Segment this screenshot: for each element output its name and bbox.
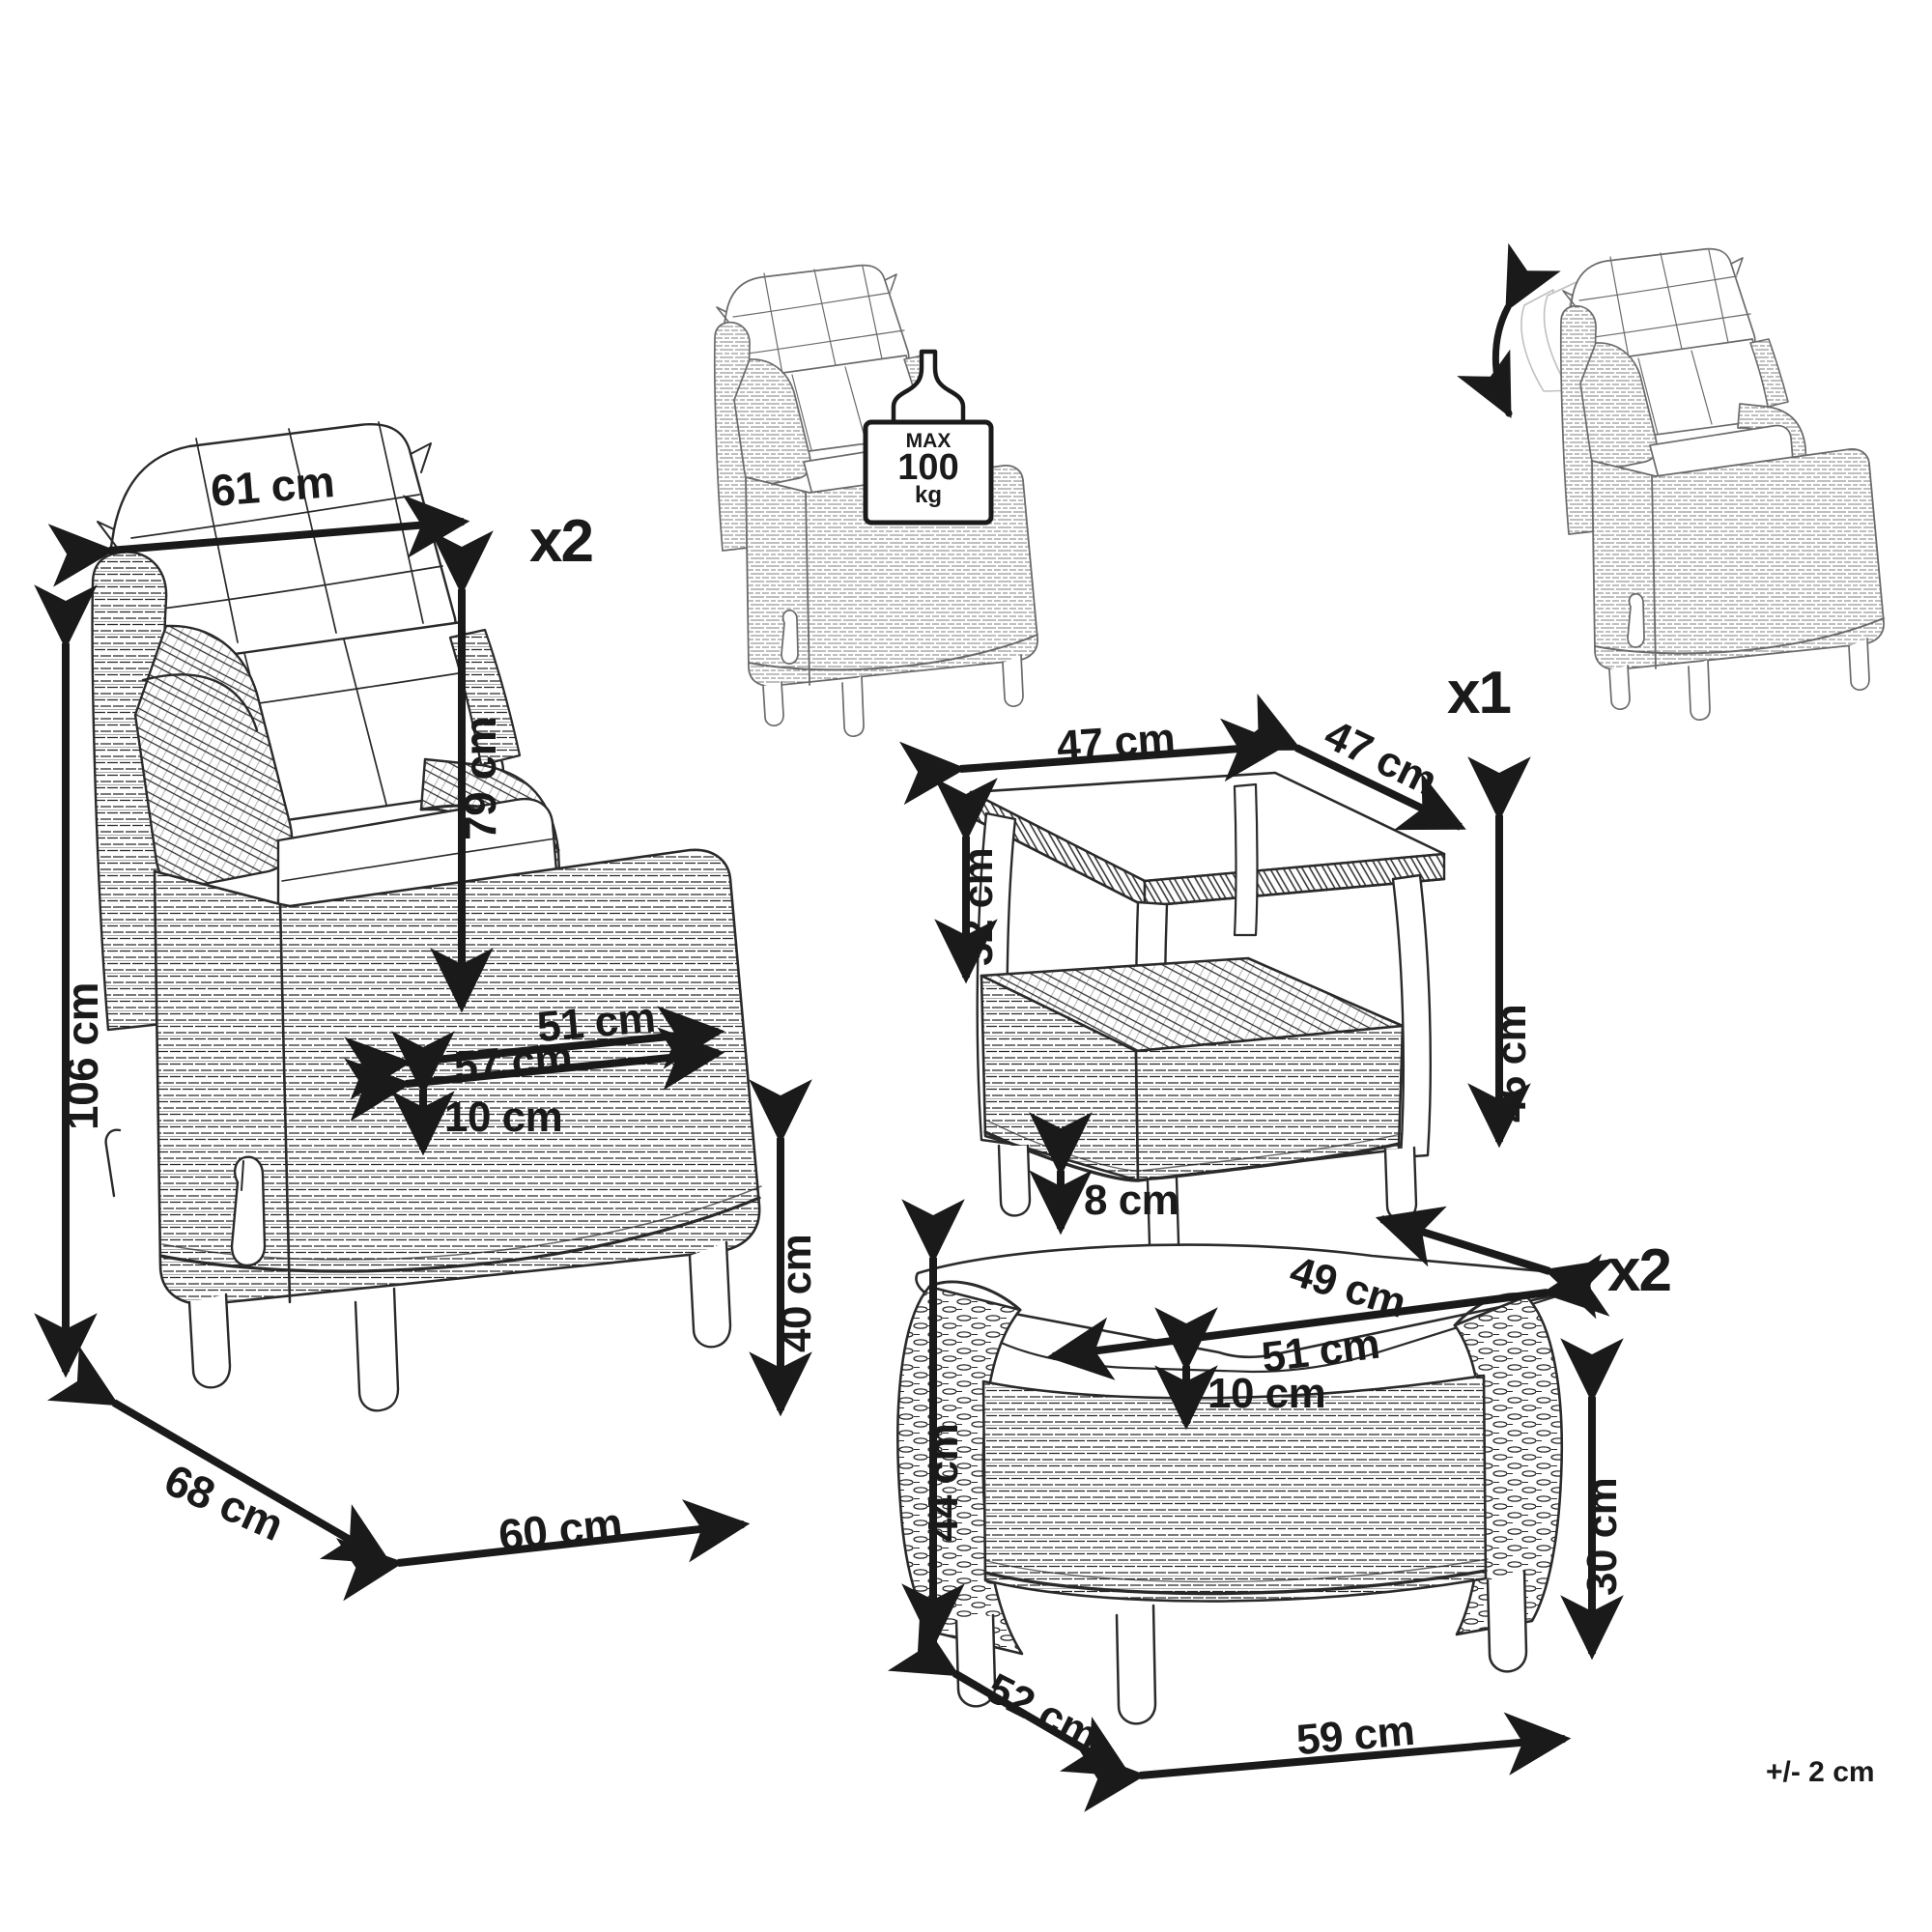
dim-label-table-width: 47 cm (1055, 714, 1177, 771)
dim-label-stool-seat-height: 44 cm (920, 1423, 967, 1542)
dim-label-table-height: 46 cm (1488, 1004, 1535, 1122)
dim-label-table-clearance: 32 cm (954, 847, 1002, 966)
arrow-60cm (335, 1499, 751, 1602)
arrow-table-47a (898, 718, 1288, 806)
dim-label-chair-total-height: 106 cm (57, 981, 107, 1130)
max-load-weight-icon (863, 349, 994, 526)
side-table-illustration (969, 771, 1446, 1260)
dim-label-chair-width: 61 cm (209, 456, 336, 516)
armchair-illustration (91, 421, 762, 1412)
quantity-badge-armchair: x2 (529, 508, 594, 575)
armchair-recline-thumbnail (1457, 242, 1885, 721)
arrow-61cm (47, 495, 470, 587)
arrow-stool-51cm (1046, 1253, 1610, 1380)
max-word: MAX (905, 430, 952, 452)
arrow-table-47b (1229, 694, 1466, 831)
dim-label-stool-cushion-thickness: 10 cm (1208, 1370, 1326, 1417)
max-value: 100 (897, 447, 959, 488)
dim-label-stool-frame-height: 30 cm (1578, 1477, 1626, 1596)
quantity-badge-footstool: x2 (1607, 1237, 1672, 1304)
dim-label-chair-seat-width: 57 cm (452, 1033, 575, 1092)
arrow-57cm (344, 1027, 725, 1122)
max-load-label: MAX 100 kg (869, 431, 987, 507)
dimension-arrows (34, 495, 1624, 1812)
quantity-badge-side-table: x1 (1447, 660, 1512, 726)
max-unit: kg (914, 482, 942, 508)
dim-label-chair-backrest-height: 79 cm (455, 717, 505, 840)
dim-label-chair-cushion-thickness: 10 cm (444, 1094, 563, 1141)
tolerance-note: +/- 2 cm (1766, 1756, 1875, 1788)
footstool-illustration (896, 1243, 1580, 1725)
dim-label-stool-base-width: 59 cm (1294, 1706, 1417, 1765)
dim-label-chair-seat-height: 40 cm (773, 1234, 820, 1352)
dim-label-table-leg-height: 8 cm (1084, 1177, 1179, 1224)
arrow-stool-59cm (1078, 1712, 1572, 1812)
